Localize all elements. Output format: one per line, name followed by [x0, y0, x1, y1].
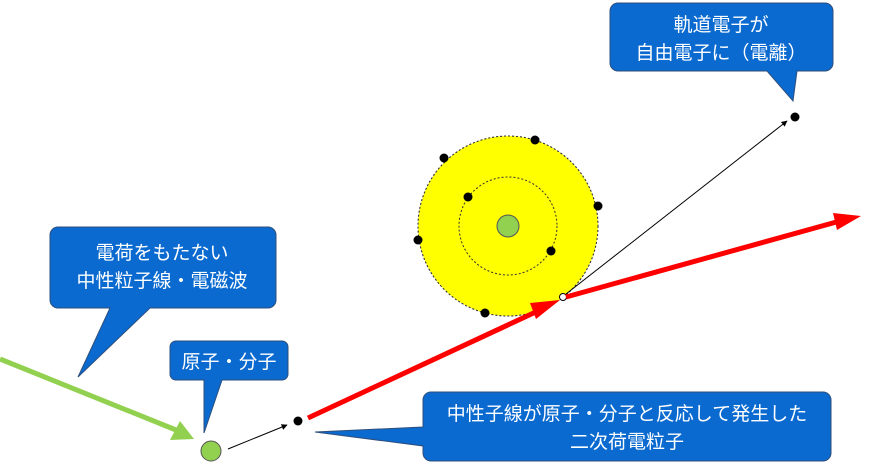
callout-secondary-particle: 中性子線が原子・分子と反応して発生した 二次荷電粒子: [315, 392, 831, 461]
neutral-radiation-line-2: 中性粒子線・電磁波: [76, 270, 247, 292]
reaction-arrow: [228, 425, 287, 449]
orbital-electron-line-2: 自由電子に（電離）: [635, 42, 806, 64]
target-atom: [201, 441, 221, 461]
callout-atom-molecule: 原子・分子: [170, 341, 288, 433]
electron: [481, 309, 490, 318]
atom-molecule-label: 原子・分子: [181, 351, 276, 373]
callout-orbital-electron: 軌道電子が 自由電子に（電離）: [610, 3, 833, 101]
secondary-particle-line-2: 二次荷電粒子: [570, 431, 684, 453]
electron: [440, 154, 449, 163]
neutral-radiation-line-1: 電荷をもたない: [95, 242, 228, 264]
electron: [531, 136, 540, 145]
neutral-radiation-arrow: [0, 359, 194, 440]
electron: [414, 236, 423, 245]
nucleus: [497, 215, 519, 237]
orbital-electron-line-1: 軌道電子が: [673, 14, 768, 36]
secondary-particle-dot: [294, 417, 303, 426]
secondary-particle-line-1: 中性子線が原子・分子と反応して発生した: [447, 403, 807, 425]
electron: [464, 193, 473, 202]
free-electron: [791, 113, 800, 122]
electron: [594, 202, 603, 211]
atom-group: [414, 136, 603, 318]
ionization-point: [560, 294, 567, 301]
charged-particle-track-2: [566, 213, 861, 297]
electron: [547, 247, 556, 256]
